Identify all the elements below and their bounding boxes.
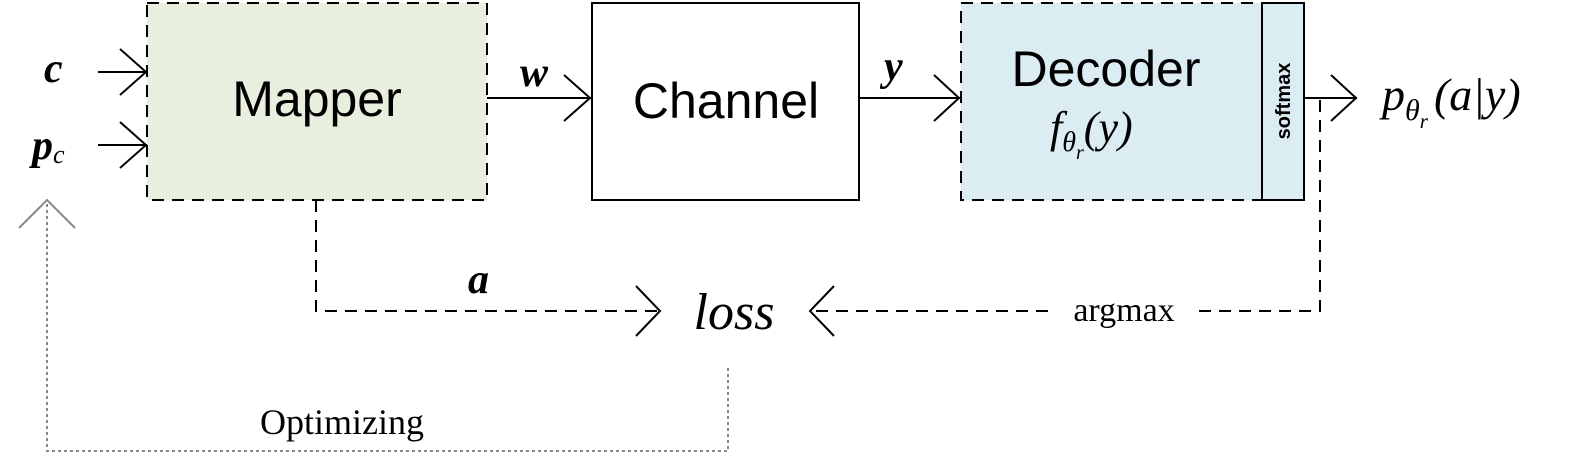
input-pc-label: pc [29,123,65,169]
channel-block [591,2,860,201]
argmax-arrow [808,100,1321,337]
decoder-function-arg: (y) [1084,103,1133,152]
output-arrow [1304,74,1358,122]
channel-label: Channel [633,73,819,129]
softmax-label: softmax [1273,63,1295,140]
mapper-block [146,2,488,201]
softmax-block [1261,2,1305,201]
input-c-arrow [98,48,148,96]
decoder-function: fθr(y) [1050,103,1133,164]
y-label: y [879,44,903,90]
decoder-function-sub: r [1076,142,1084,164]
argmax-label: argmax [1073,292,1174,329]
loss-label: loss [694,284,775,341]
output-label: pθr(a|y) [1379,69,1521,133]
input-p-letter: p [29,123,53,169]
output-arg: (a|y) [1434,69,1521,120]
decoder-label: Decoder [1012,41,1201,97]
decoder-function-theta: θ [1062,127,1076,158]
a-arrow [315,200,662,337]
input-p-subscript: c [53,140,65,169]
a-label: a [468,257,489,303]
optimizing-label: Optimizing [260,402,424,442]
w-label: w [520,50,549,96]
w-arrow [487,74,592,122]
mapper-label: Mapper [232,71,402,127]
input-c-label: c [44,46,63,92]
input-pc-arrow [98,121,148,169]
optimizing-path [18,198,729,452]
output-p: p [1379,69,1405,120]
decoder-block [960,2,1305,201]
output-sub: r [1420,109,1429,133]
y-arrow [859,74,961,122]
output-theta: θ [1405,94,1420,127]
